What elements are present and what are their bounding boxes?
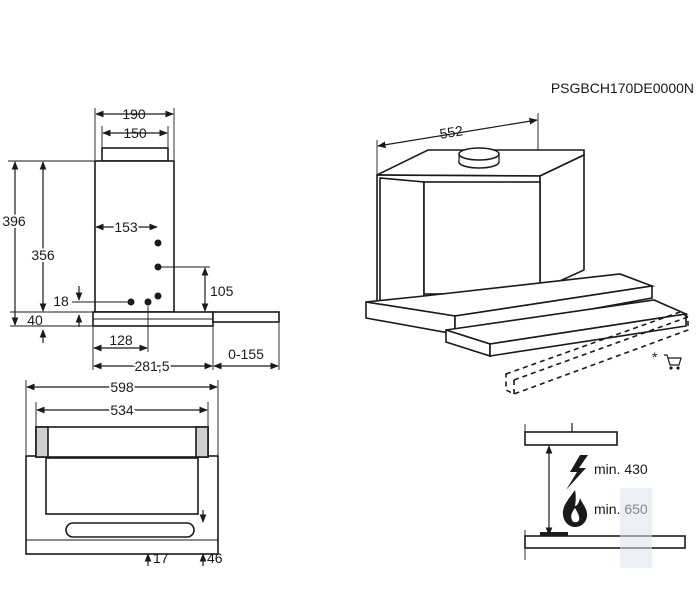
cart-icon: [664, 354, 682, 370]
dim-396: 396: [2, 213, 26, 229]
mount-hole: [127, 298, 135, 306]
mount-hole: [154, 292, 162, 300]
dim-552: 552: [438, 122, 464, 141]
side-body: [94, 160, 175, 313]
side-extension-panel: [212, 311, 280, 323]
side-view: 190 150 396 356 40 153 105 18 128: [0, 106, 280, 376]
flame-icon: [562, 490, 588, 527]
dim-356: 356: [31, 247, 55, 263]
dim-0-155: 0-155: [228, 346, 264, 362]
front-handle: [65, 522, 195, 538]
dim-534: 534: [110, 402, 134, 418]
dim-281-5: 281,5: [134, 358, 169, 374]
hob-burner: [540, 532, 568, 536]
mount-hole: [154, 239, 162, 247]
front-panel: [45, 457, 199, 515]
mount-hole: [154, 263, 162, 271]
accessory-note-symbol: *: [652, 349, 658, 365]
dim-598: 598: [110, 379, 134, 395]
mount-hole: [144, 298, 152, 306]
min-electric-label: min. 430: [594, 461, 648, 477]
front-bracket-right: [195, 426, 209, 458]
model-code: PSGBCH170DE0000N: [551, 80, 694, 96]
hood-right-face: [539, 153, 585, 292]
dim-153: 153: [114, 219, 138, 235]
dim-190: 190: [122, 106, 146, 122]
dim-17: 17: [153, 550, 169, 566]
front-view: 598 534 17 46: [25, 377, 223, 566]
hood-drawer-right: [489, 313, 687, 357]
front-top-bracket: [35, 426, 209, 458]
dim-128: 128: [109, 332, 133, 348]
dim-150: 150: [123, 125, 147, 141]
hood-front-body: [379, 177, 425, 307]
lightning-icon: [566, 455, 588, 490]
hood-underside: [524, 431, 618, 446]
hob-surface: [524, 535, 686, 549]
dim-105: 105: [210, 283, 234, 299]
hood-outlet: [458, 147, 500, 161]
front-bracket-left: [35, 426, 49, 458]
dim-46: 46: [207, 550, 223, 566]
dim-40: 40: [27, 312, 43, 328]
optional-filter-outline: [505, 311, 689, 395]
side-chimney: [101, 147, 169, 162]
perspective-view: 552 *: [365, 113, 689, 395]
dim-18: 18: [53, 293, 69, 309]
installation-view: min. 430 min. 650: [524, 423, 686, 568]
